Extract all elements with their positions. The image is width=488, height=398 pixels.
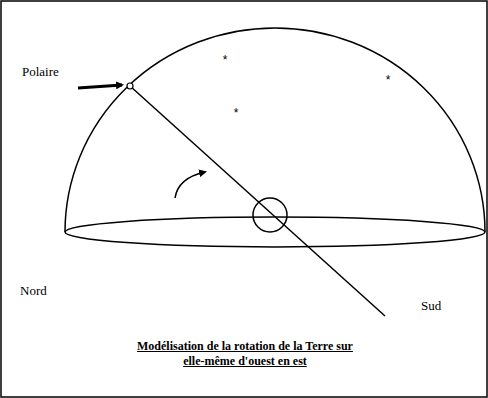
direction-label: Nord [20,283,47,299]
earth-axis [130,86,385,316]
star: * [386,73,391,87]
figure-caption: Modélisation de la rotation de la Terre … [129,339,361,369]
star: * [234,106,239,120]
star-label: Polaire [22,64,59,80]
direction-label: Sud [421,298,441,314]
star: * [223,53,228,67]
rotation-arrow [175,172,205,198]
celestial-dome [65,28,485,232]
pointer-arrow [78,85,122,88]
earth-circle [253,198,287,232]
pole-star [127,83,133,89]
